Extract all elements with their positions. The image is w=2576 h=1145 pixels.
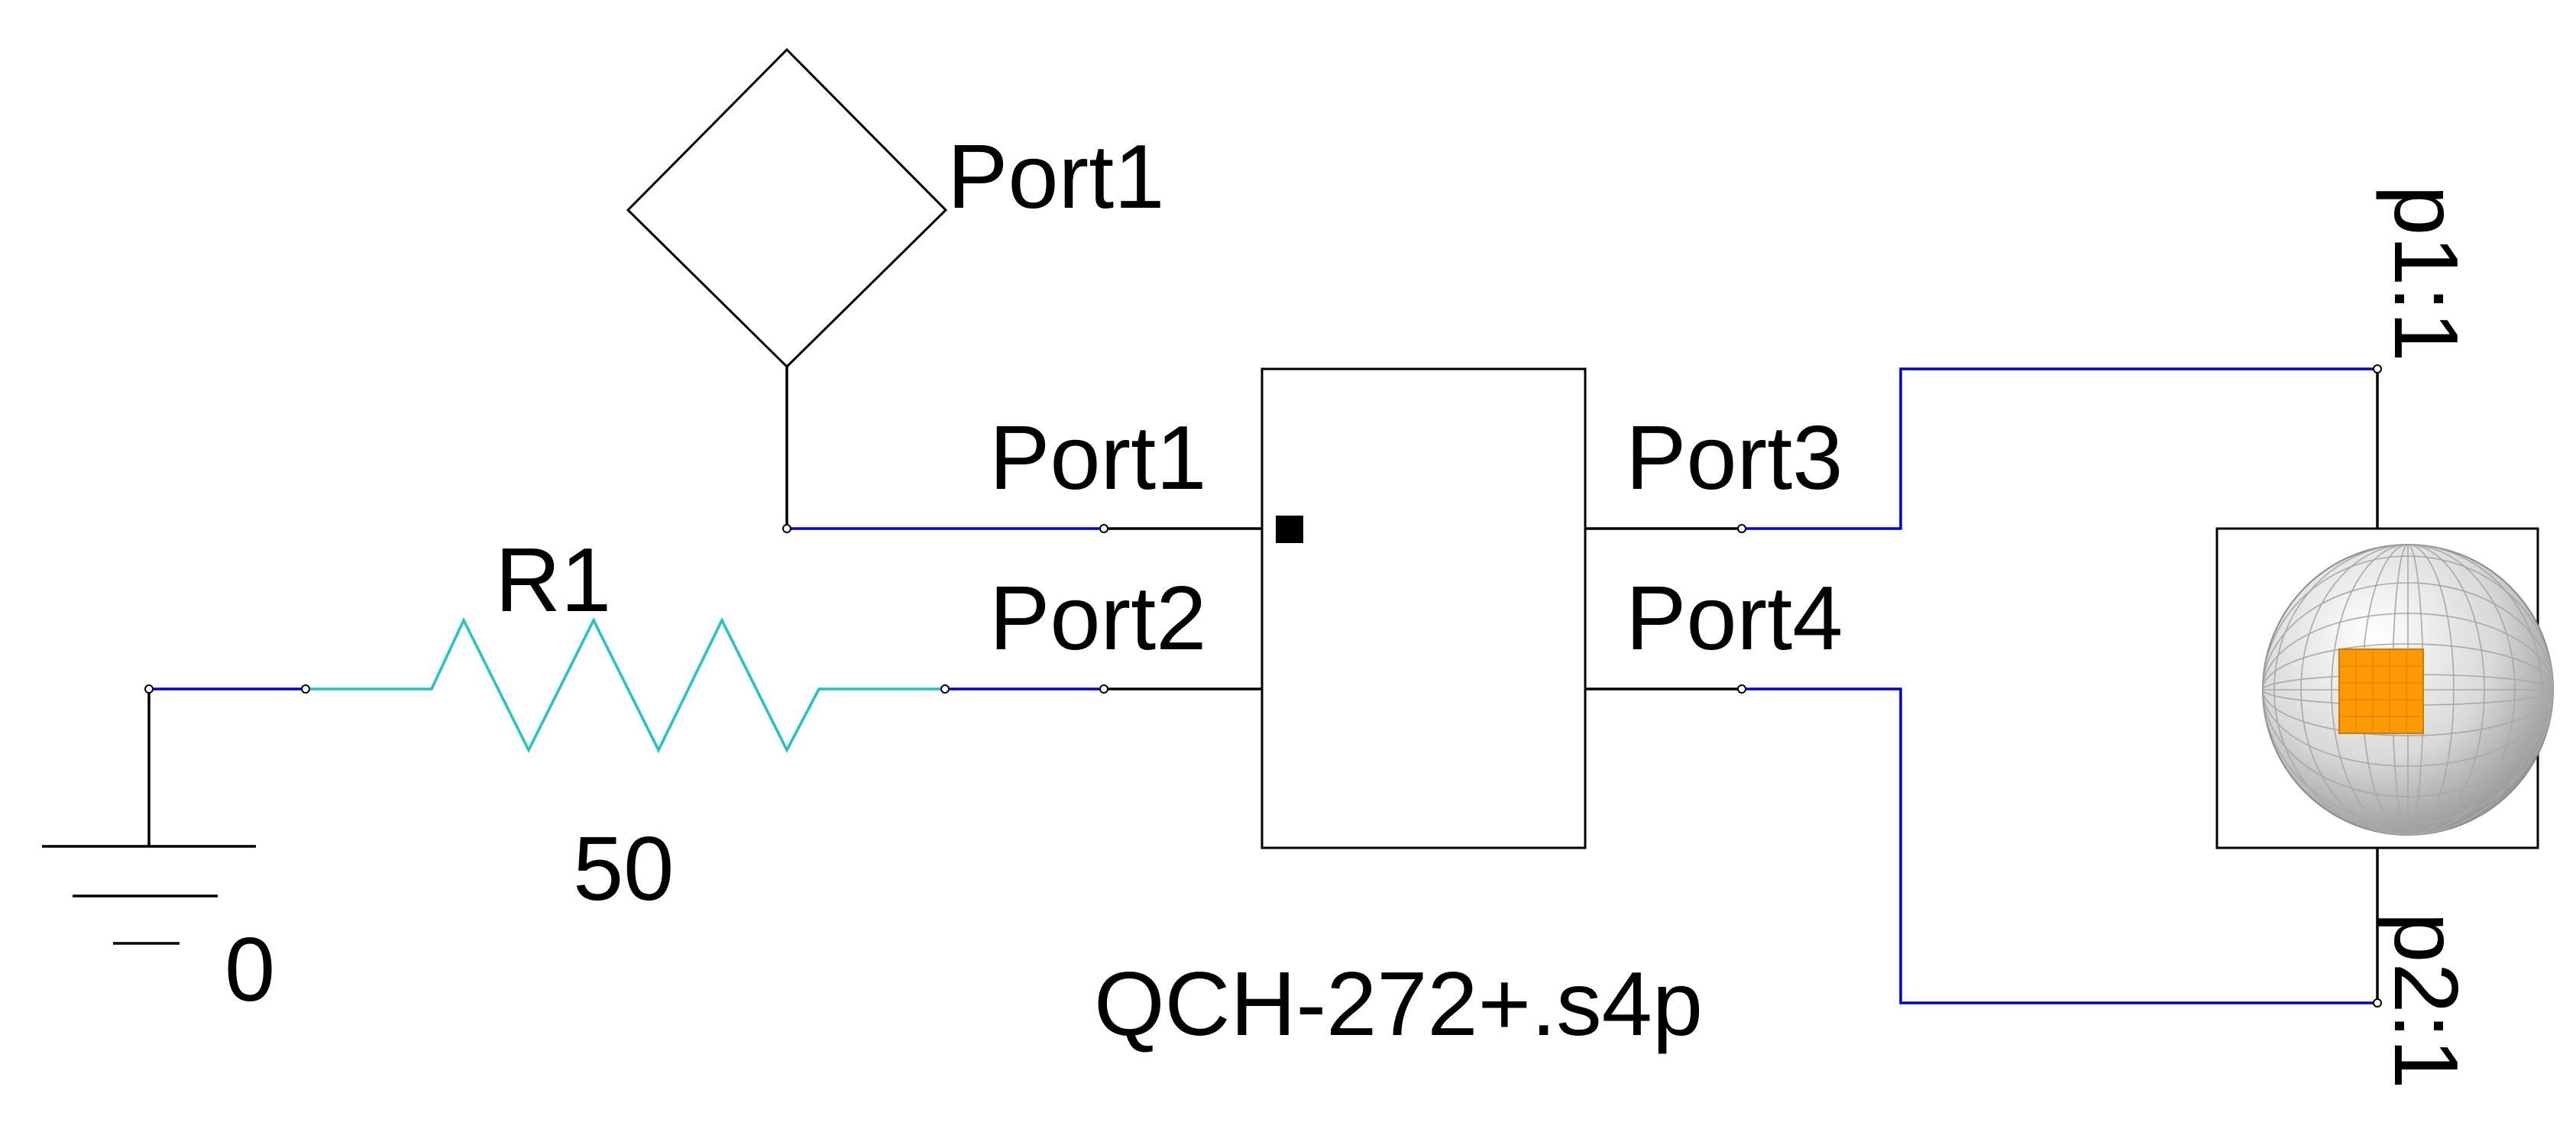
ground-label: 0 bbox=[225, 919, 275, 1020]
probe-top-pin-label: p1:1 bbox=[2375, 185, 2477, 362]
pin-label-port3: Port3 bbox=[1626, 407, 1843, 509]
pin-label-port2: Port2 bbox=[989, 568, 1206, 669]
port-source[interactable]: Port1 bbox=[626, 47, 1164, 529]
pin-label-port1: Port1 bbox=[989, 407, 1206, 509]
probe-element[interactable]: p1:1 p2:1 bbox=[2215, 185, 2554, 1089]
resistor-name: R1 bbox=[495, 529, 611, 631]
port-diamond-symbol bbox=[626, 47, 948, 369]
wire-port3-to-probe bbox=[1742, 367, 2377, 530]
resistor-r1[interactable]: R1 50 bbox=[306, 529, 945, 920]
wires bbox=[149, 367, 2377, 1004]
probe-square bbox=[2338, 649, 2424, 734]
resistor-value: 50 bbox=[573, 818, 674, 920]
ground-symbol[interactable]: 0 bbox=[42, 689, 275, 1020]
pin1-marker bbox=[1276, 516, 1303, 543]
sparam-file-label: QCH-272+.s4p bbox=[1094, 953, 1703, 1055]
resistor-zigzag bbox=[306, 616, 945, 753]
wire-port4-to-probe bbox=[1742, 687, 2377, 1004]
probe-sphere-icon bbox=[2262, 544, 2554, 836]
sparam-block[interactable]: Port1 Port2 Port3 Port4 QCH-272+.s4p bbox=[989, 367, 1843, 1055]
probe-bottom-pin-label: p2:1 bbox=[2375, 912, 2477, 1089]
pin-label-port4: Port4 bbox=[1626, 568, 1843, 669]
port-source-label: Port1 bbox=[947, 126, 1164, 228]
sparam-block-body bbox=[1260, 367, 1587, 849]
connection-nodes bbox=[144, 364, 2382, 1008]
